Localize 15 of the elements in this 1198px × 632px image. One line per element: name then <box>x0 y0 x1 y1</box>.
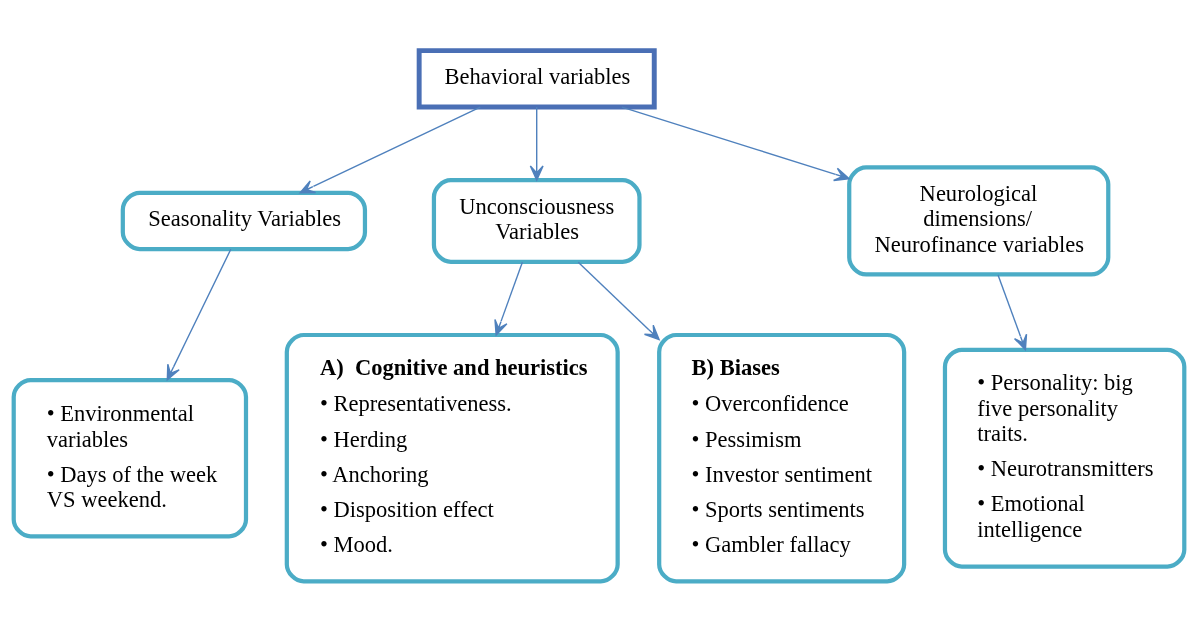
node-box: Unconsciousness Variables <box>431 178 642 264</box>
node-box: Behavioral variables <box>416 48 657 110</box>
node-box: Neurological dimensions/ Neurofinance variables <box>847 165 1111 277</box>
arrow <box>997 274 1028 351</box>
arrow <box>494 261 524 336</box>
arrow <box>577 261 660 341</box>
arrow <box>529 106 544 181</box>
arrow <box>166 248 232 381</box>
node-box: • Personality: big five personality traits. • Neurotransmitters • Emotional intelligence <box>942 347 1187 569</box>
arrow <box>299 106 481 194</box>
arrow <box>621 106 850 182</box>
node-box: Seasonality Variables <box>120 190 368 252</box>
node-box: • Environmental variables • Days of the week VS weekend. <box>11 377 249 539</box>
node-box: B) Biases • Overconfidence • Pessimism • Investor sentiment • Sports sentiments • Gambler fallacy <box>657 332 907 584</box>
node-box: A) Cognitive and heuristics • Representativeness. • Herding • Anchoring • Disposition effect • Mood. <box>284 332 620 584</box>
